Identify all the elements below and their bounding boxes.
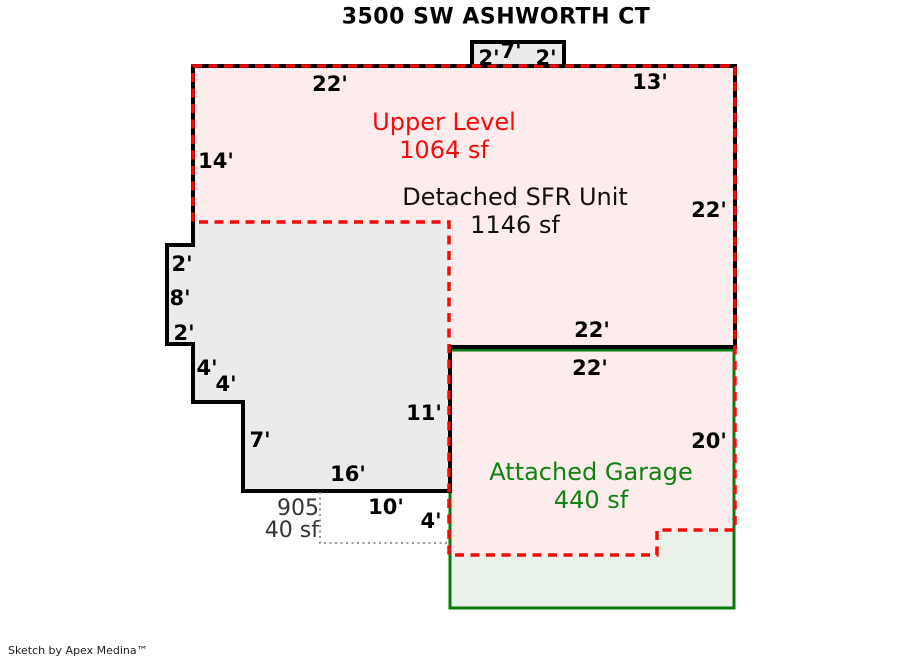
page-title: 3500 SW ASHWORTH CT [341,4,651,30]
sfr-unit-label: Detached SFR Unit 1146 sf [402,183,628,239]
dim-label: 4' [215,372,237,396]
porch-size: 40 sf [264,518,319,543]
dim-label: 13' [632,70,668,94]
upper-level-name: Upper Level [372,108,516,136]
dim-label: 16' [330,462,366,486]
upper-level-size: 1064 sf [399,136,489,164]
dim-label: 11' [406,401,442,425]
dim-label: 4' [420,509,442,533]
porch-label: 905 40 sf [221,498,319,542]
dim-label: 22' [691,198,727,222]
sfr-unit-size: 1146 sf [470,211,560,239]
sfr-unit-name: Detached SFR Unit [402,183,628,211]
dim-label: 20' [691,429,727,453]
dim-label: 2' [535,46,557,70]
dim-label: 10' [368,495,404,519]
dim-label: 7' [249,428,271,452]
main-level-uncovered-fill [167,222,449,491]
dim-label: 7' [500,39,522,63]
porch-code: 905 [277,496,319,521]
garage-size: 440 sf [553,486,629,514]
garage-uncovered-fill [450,530,735,608]
dim-label: 8' [169,286,191,310]
garage-label: Attached Garage 440 sf [489,458,692,514]
upper-level-label: Upper Level 1064 sf [372,108,516,164]
dim-label: 2' [478,46,500,70]
dim-label: 22' [574,318,610,342]
porch-dotted-outline [319,492,449,544]
dim-label: 2' [173,321,195,345]
upper-level-outline [191,64,737,557]
dim-label: 4' [196,356,218,380]
upper-level-footprint-fill [193,66,735,555]
dim-label: 22' [572,356,608,380]
dim-label: 2' [171,252,193,276]
sketch-credit: Sketch by Apex Medina™ [8,644,148,657]
dim-label: 22' [312,72,348,96]
dim-label: 14' [198,149,234,173]
garage-name: Attached Garage [489,458,693,486]
